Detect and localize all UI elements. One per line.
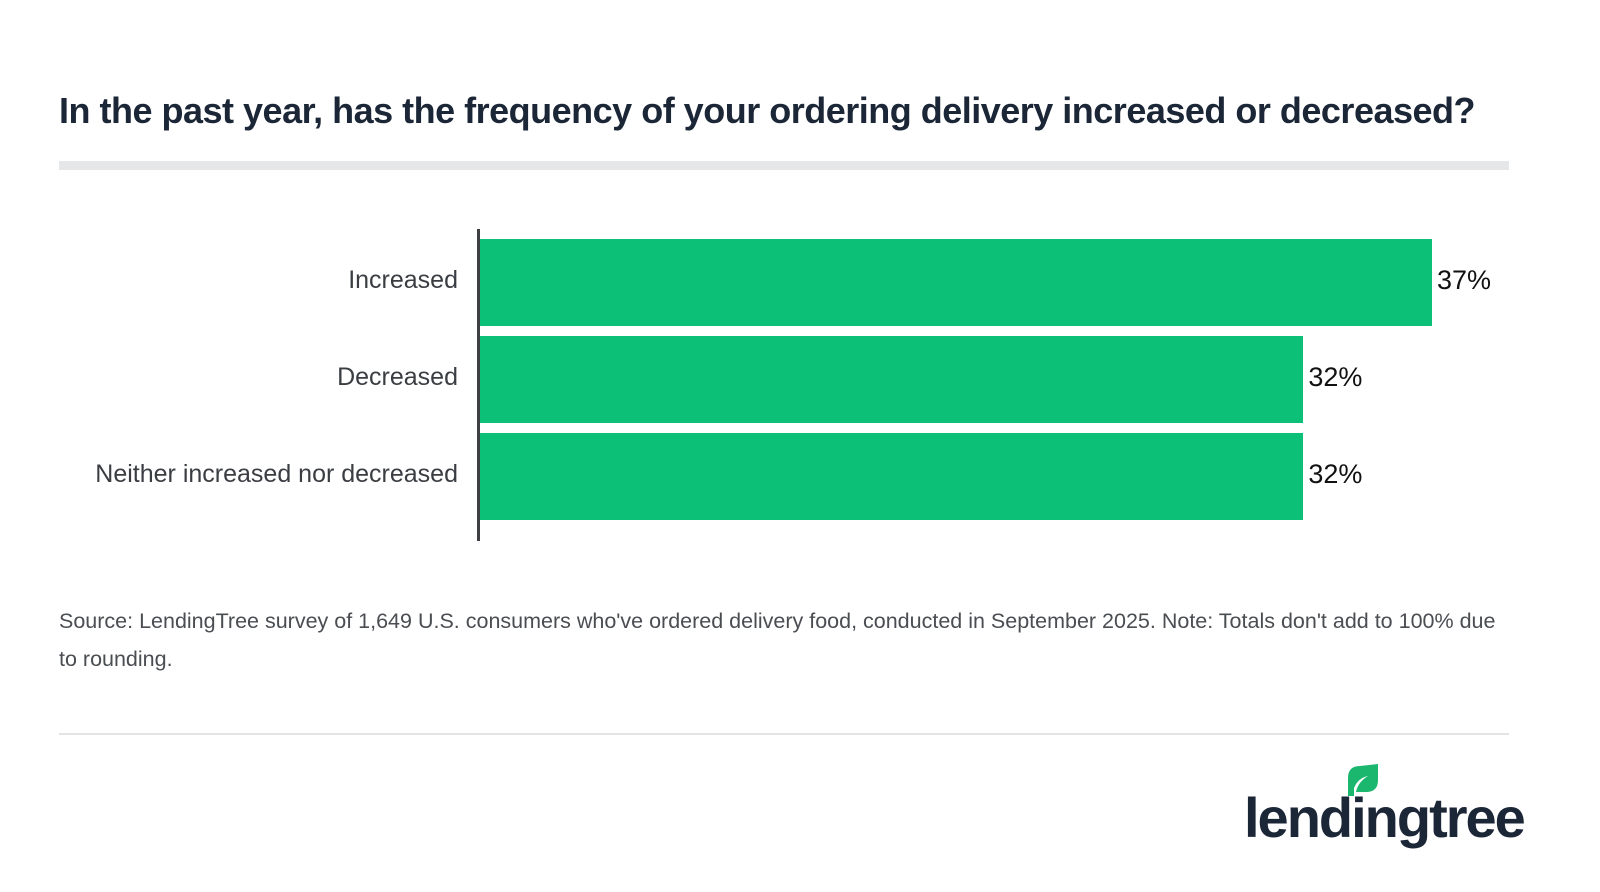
y-axis-line <box>477 229 480 541</box>
leaf-icon <box>1348 764 1378 796</box>
data-label: 32% <box>1308 362 1363 392</box>
source-note: Source: LendingTree survey of 1,649 U.S.… <box>59 609 1496 671</box>
logo-text: lendingtree <box>1244 786 1526 849</box>
chart-title: In the past year, has the frequency of y… <box>59 90 1476 131</box>
footer-divider <box>59 733 1509 735</box>
data-label: 37% <box>1437 265 1492 295</box>
bar-increased <box>480 239 1432 326</box>
data-label: 32% <box>1308 459 1363 489</box>
bar-neither-increased-nor-decreased <box>480 433 1304 520</box>
title-divider <box>59 161 1509 170</box>
category-label: Increased <box>348 266 458 294</box>
category-label: Neither increased nor decreased <box>95 460 458 488</box>
category-label: Decreased <box>337 363 458 391</box>
lendingtree-logo: lendingtree <box>1244 762 1526 846</box>
bar-decreased <box>480 336 1304 423</box>
